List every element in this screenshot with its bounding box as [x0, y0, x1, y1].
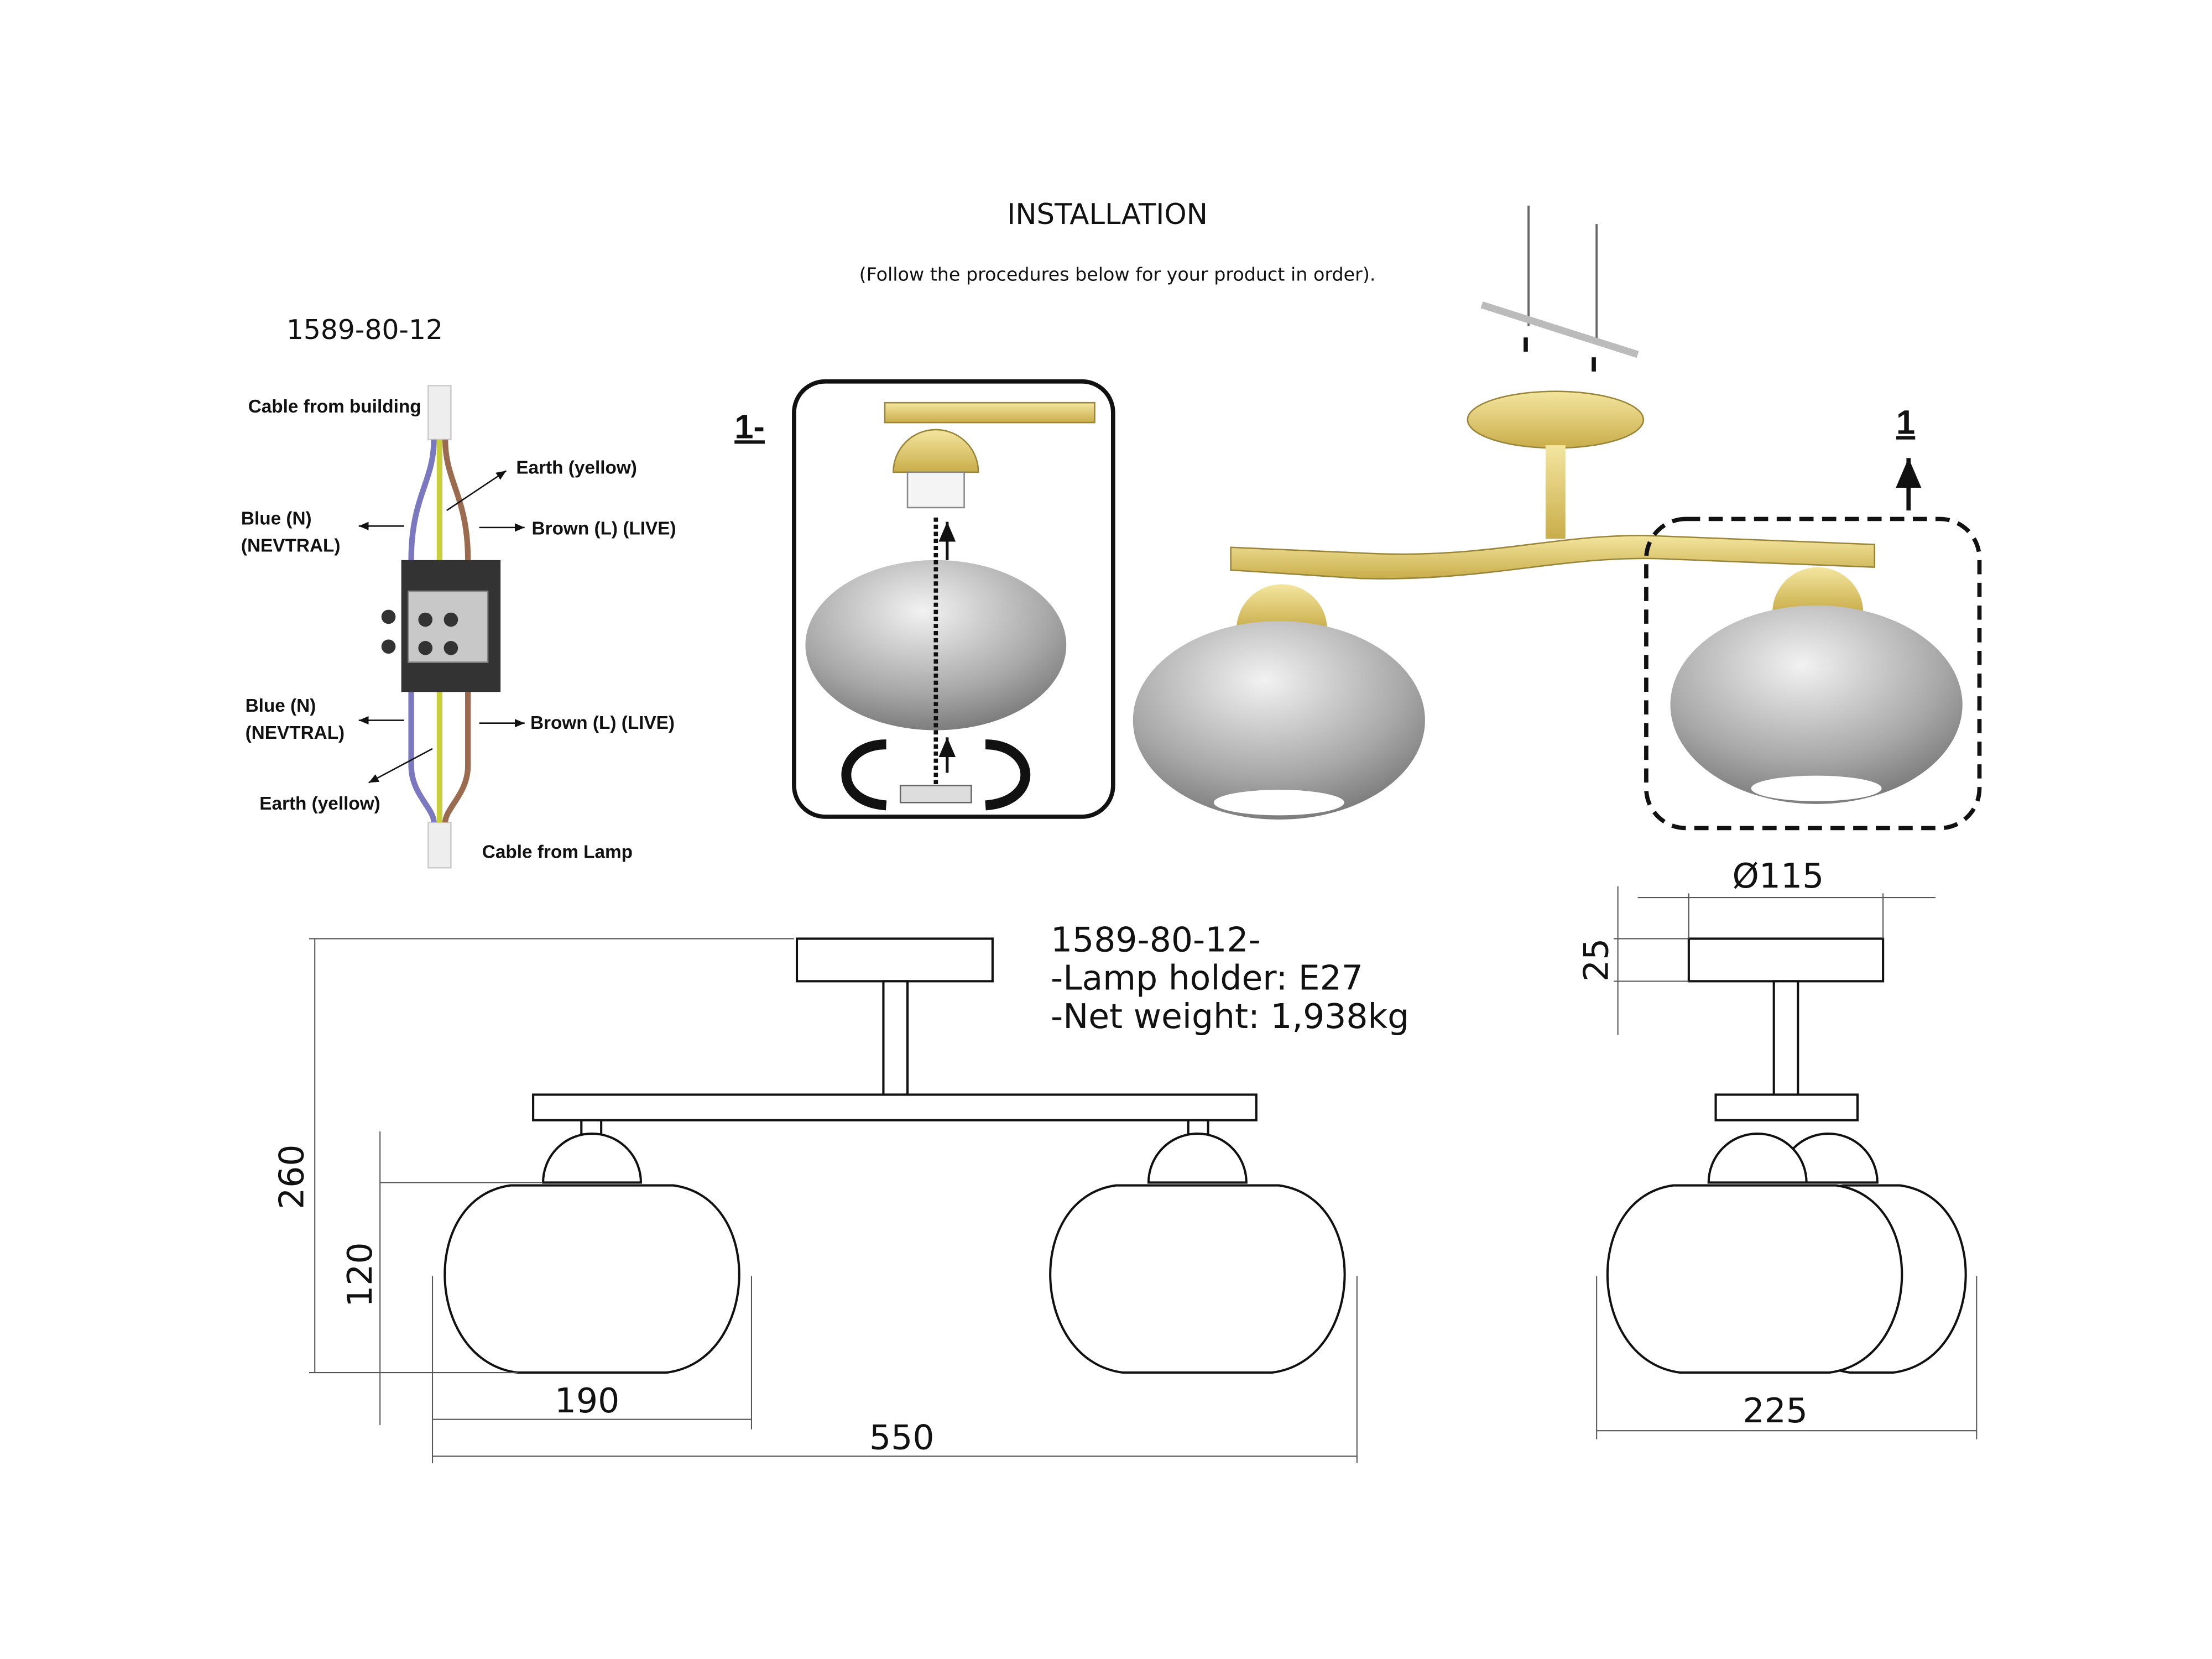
lampholder-cap [893, 429, 979, 473]
canopy-outline [795, 937, 994, 983]
step-1-label: 1- [734, 408, 765, 446]
label-cable-from-building: Cable from building [248, 397, 421, 417]
wavy-arm [1230, 535, 1876, 580]
glass-shade-right [1670, 605, 1963, 804]
lampholder-right [1772, 567, 1864, 613]
shade-ring [899, 785, 972, 804]
shade-left-outline [444, 1184, 740, 1374]
front-view-drawing: 260 120 190 550 [272, 937, 1358, 1464]
label-earth-top: Earth (yellow) [516, 457, 637, 478]
dimension-lines [309, 938, 1358, 1464]
canopy [1467, 390, 1645, 449]
arrow-earth-bottom [368, 748, 433, 784]
label-blue-top-1: Blue (N) [241, 509, 312, 529]
glass-shade [805, 560, 1067, 731]
lampholder-left [1236, 584, 1327, 630]
side-dimension-lines [1596, 886, 1978, 1439]
side-view-drawing: Ø115 25 225 [1577, 856, 1978, 1439]
stem [1545, 445, 1566, 539]
lampholder-socket [906, 471, 965, 509]
side-canopy-outline [1687, 937, 1885, 983]
label-cable-from-lamp: Cable from Lamp [482, 842, 633, 862]
brown-wire-top [442, 439, 471, 560]
product-specs: 1589-80-12- -Lamp holder: E27 -Net weigh… [1051, 920, 1409, 1036]
socket-right [1187, 1119, 1209, 1136]
shade-opening-left [1213, 790, 1344, 816]
highlight-box [1644, 517, 1982, 831]
label-blue-top-2: (NEVTRAL) [241, 535, 341, 556]
spec-lamp-holder: -Lamp holder: E27 [1051, 958, 1363, 998]
cap-right [1147, 1132, 1248, 1184]
label-blue-bottom-1: Blue (N) [246, 696, 316, 716]
rotate-right-icon [985, 739, 1031, 811]
dim-total-width: 550 [869, 1418, 934, 1458]
blue-wire-top [408, 439, 437, 560]
dim-canopy-height: 25 [1577, 938, 1616, 982]
dim-shade-height: 120 [340, 1242, 380, 1307]
label-brown-top: Brown (L) (LIVE) [532, 519, 676, 539]
spec-model: 1589-80-12- [1051, 920, 1261, 960]
mounting-hardware [1480, 205, 1639, 372]
dim-shade-width: 190 [555, 1381, 619, 1421]
dim-canopy-diameter: Ø115 [1732, 856, 1824, 896]
side-shade-front [1606, 1184, 1903, 1374]
shade-opening-right [1751, 775, 1882, 801]
side-stem-outline [1772, 980, 1799, 1096]
side-arm-outline [1714, 1093, 1859, 1121]
step-marker-label: 1 [1896, 404, 1915, 442]
wiring-diagram: 1589-80-12 Cable from building Earth (ye… [241, 315, 676, 869]
wiring-model-number: 1589-80-12 [286, 315, 443, 346]
cable-from-lamp-sheath [427, 821, 452, 869]
side-cap-front [1707, 1132, 1808, 1184]
label-brown-bottom: Brown (L) (LIVE) [530, 713, 675, 733]
glass-shade-left [1133, 621, 1425, 820]
fixture-3d-view: 1 [1133, 205, 1982, 831]
arm-bracket [884, 401, 1095, 424]
arrow-earth-top [446, 470, 507, 512]
page-title: INSTALLATION [1007, 198, 1208, 231]
shade-right-outline [1049, 1184, 1346, 1374]
socket-left [580, 1119, 603, 1136]
label-earth-bottom: Earth (yellow) [259, 794, 380, 814]
dim-height-total: 260 [272, 1144, 312, 1209]
stem-outline [882, 980, 909, 1096]
label-blue-bottom-2: (NEVTRAL) [246, 723, 345, 743]
cable-from-building-sheath [427, 385, 452, 441]
terminal-screws [381, 609, 458, 655]
rotate-left-icon [841, 739, 887, 811]
step-1-box: 1- [734, 379, 1115, 819]
dim-depth: 225 [1743, 1391, 1808, 1431]
arm-outline [532, 1093, 1258, 1121]
page-subtitle: (Follow the procedures below for your pr… [859, 264, 1376, 285]
brown-wire-bottom [442, 692, 471, 823]
spec-net-weight: -Net weight: 1,938kg [1051, 997, 1409, 1036]
blue-wire-bottom [408, 692, 437, 823]
cap-left [541, 1132, 643, 1184]
